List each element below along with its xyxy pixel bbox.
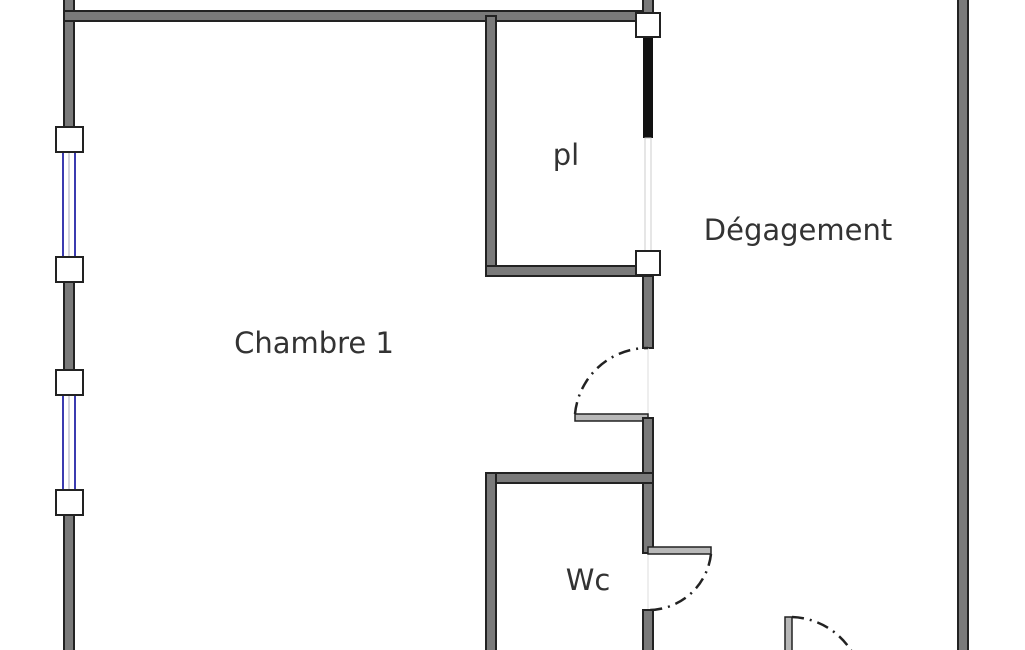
corridor-wall-2 [642,417,654,554]
wc-left-wall [485,472,497,650]
wc-door-swing [647,553,713,612]
placard-bottom-wall [485,265,649,277]
window-handle-1[interactable] [55,126,84,153]
window-handle-4[interactable] [55,489,84,516]
placard-door-handle-bottom[interactable] [635,250,661,276]
wc-top-wall [485,472,654,484]
room-label-degagement: Dégagement [703,213,893,247]
chambre-door-leaf[interactable] [574,413,649,422]
window-lower[interactable] [62,383,76,502]
top-wall [63,10,649,22]
left-outer-wall-mid [63,269,75,384]
corridor-wall-3 [642,609,654,650]
window-upper[interactable] [62,139,76,270]
room-label-wc: Wc [565,563,611,597]
chambre-door-swing [573,346,649,415]
left-outer-wall-bottom [63,501,75,650]
room-label-chambre: Chambre 1 [234,326,394,360]
room-label-placard: pl [552,138,580,172]
right-outer-wall [957,0,969,650]
bottom-door-swing [791,615,853,650]
placard-left-wall [485,15,497,277]
window-handle-2[interactable] [55,256,84,283]
placard-door-panel [643,37,653,138]
placard-door-handle-top[interactable] [635,12,661,38]
corridor-wall-1 [642,275,654,349]
window-handle-3[interactable] [55,369,84,396]
placard-opening [644,137,652,252]
wc-door-leaf[interactable] [647,546,712,555]
bottom-door-leaf[interactable] [784,616,793,650]
